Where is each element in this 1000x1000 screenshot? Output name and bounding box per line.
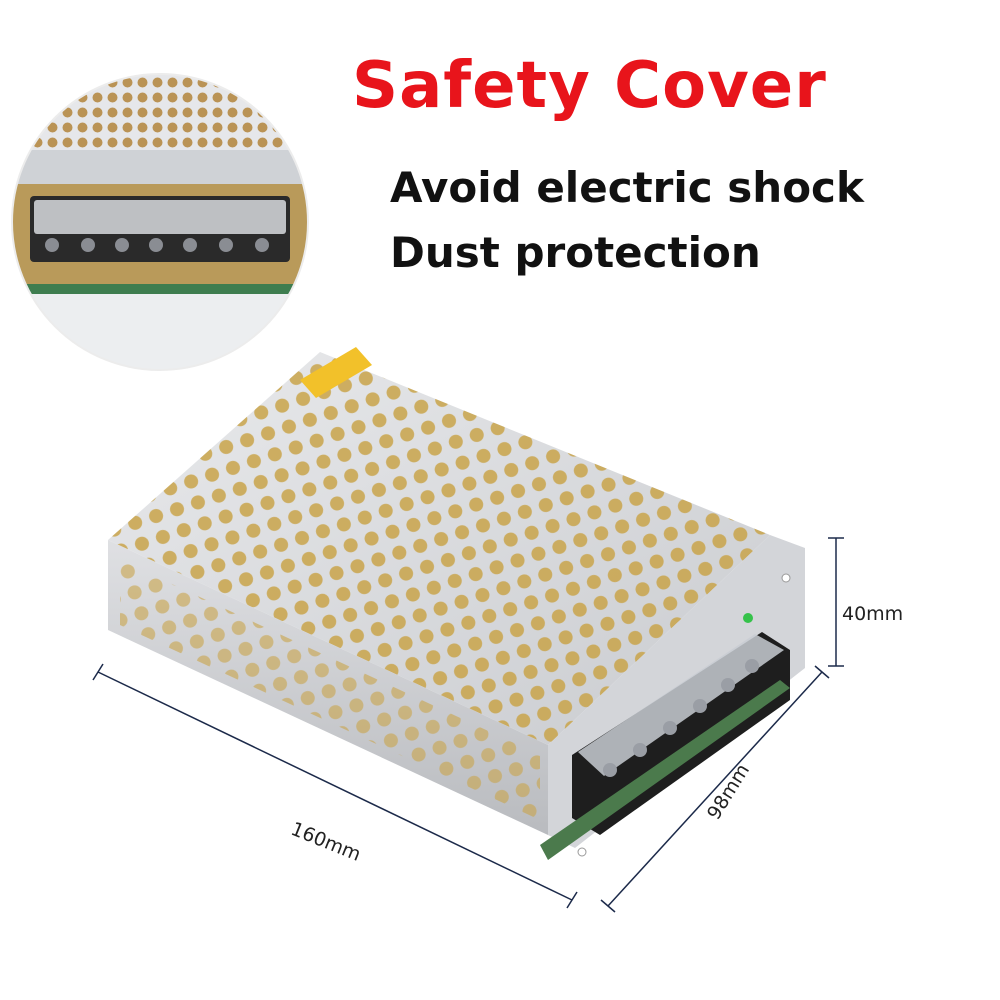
headline: Safety Cover (352, 49, 827, 123)
dimension-lines (92, 537, 844, 913)
feature-avoid-shock: Avoid electric shock (390, 163, 864, 212)
power-supply-unit (108, 347, 805, 860)
height-dimension-label: 40mm (842, 603, 904, 625)
feature-dust-protection: Dust protection (390, 228, 761, 277)
detail-inset-photo (12, 74, 308, 370)
